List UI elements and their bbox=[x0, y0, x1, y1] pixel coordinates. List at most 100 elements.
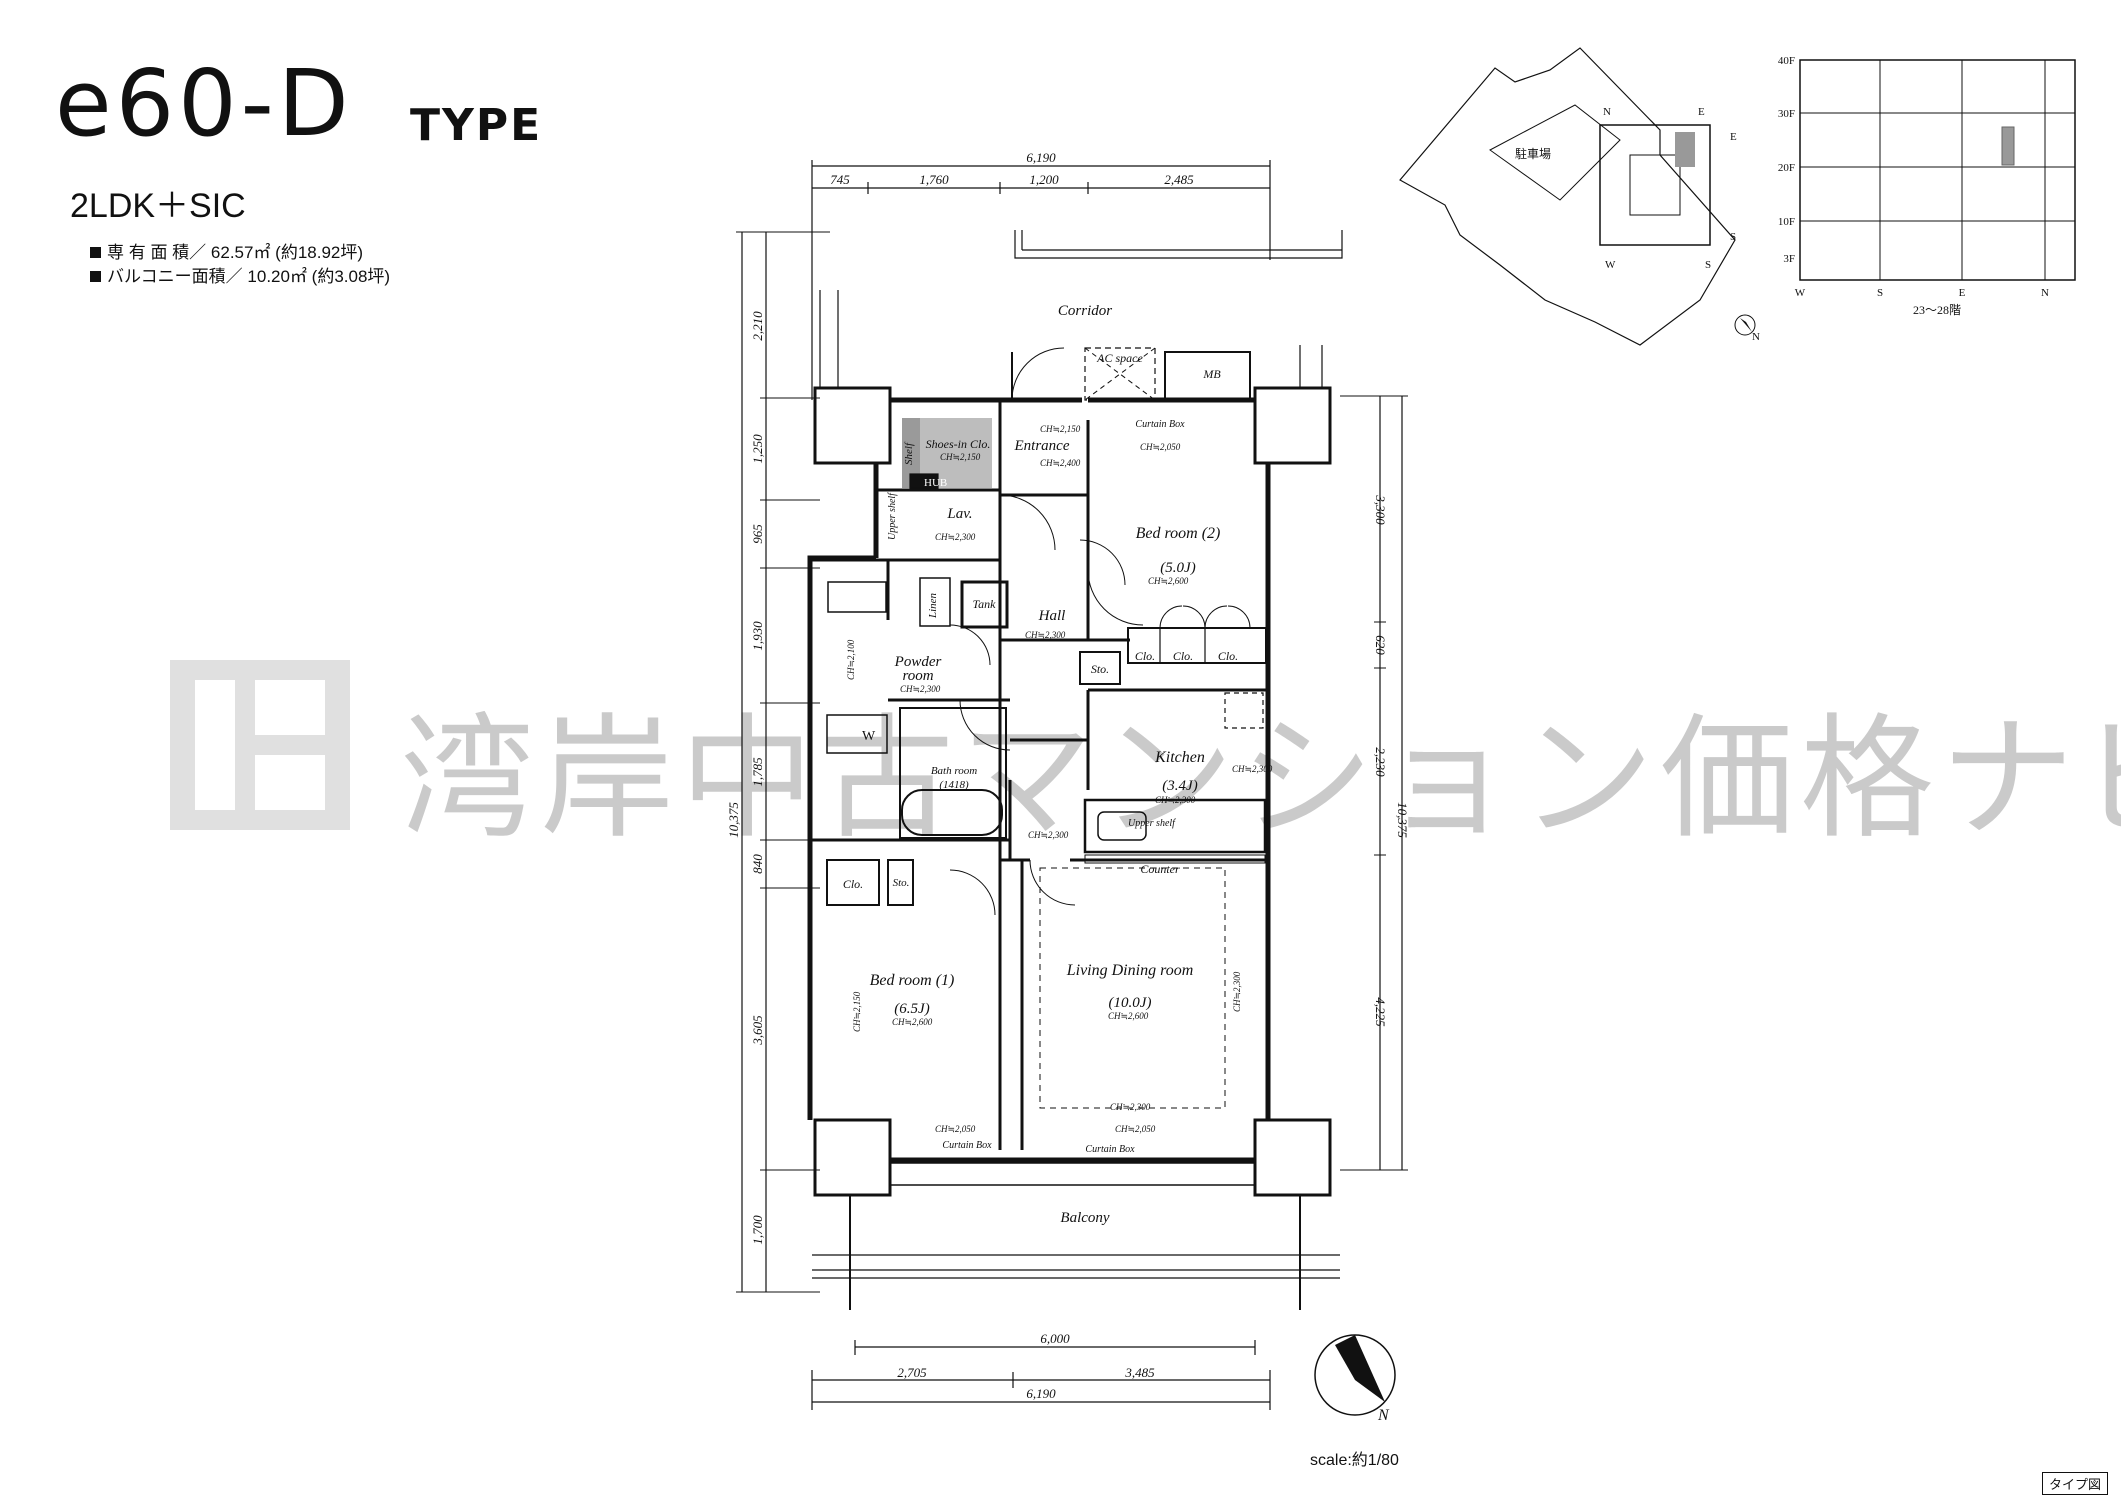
layout-label: 2LDK＋SIC bbox=[70, 187, 246, 225]
dim-right-3: 2,230 bbox=[1373, 747, 1388, 777]
spec-floor-area: 専 有 面 積／ 62.57㎡ (約18.92坪) bbox=[90, 238, 363, 263]
key-plan-parking bbox=[1489, 104, 1621, 201]
label-powder: Powder bbox=[894, 654, 942, 670]
elevation-floor-20: 20F bbox=[1778, 162, 1795, 174]
dim-top-4: 2,485 bbox=[1164, 172, 1194, 187]
ch-bed1: CH≒2,600 bbox=[892, 1017, 933, 1027]
ch-ldr-edge: CH≒2,050 bbox=[1115, 1124, 1156, 1134]
dim-left-total: 10,375 bbox=[726, 802, 741, 838]
ch-lav: CH≒2,300 bbox=[935, 532, 976, 542]
hub-box bbox=[909, 473, 939, 489]
dim-bottom-2: 3,485 bbox=[1124, 1365, 1155, 1380]
key-plan-site-outline bbox=[1399, 47, 1736, 346]
label-curtain-box-top: Curtain Box bbox=[1135, 419, 1185, 430]
elevation-floor-40: 40F bbox=[1778, 55, 1795, 67]
spec-value: 10.20㎡ (約3.08坪) bbox=[247, 267, 391, 286]
elevation-dir-n: N bbox=[2041, 287, 2049, 299]
watermark-text: 湾岸中古マンション価格ナビ bbox=[400, 701, 2121, 857]
label-washer: W bbox=[862, 729, 876, 744]
ch-hall: CH≒2,300 bbox=[1025, 630, 1066, 640]
elevation-floor-range: 23～28階 bbox=[1913, 302, 1961, 317]
spec-label: 専 有 面 積／ bbox=[107, 243, 207, 262]
ch-ldr-lower: CH≒2,300 bbox=[1110, 1102, 1151, 1112]
elevation-floor-3: 3F bbox=[1783, 253, 1795, 265]
dim-left-6: 840 bbox=[750, 854, 765, 874]
ch-ldr: CH≒2,600 bbox=[1108, 1011, 1149, 1021]
label-bed2-size: (5.0J) bbox=[1160, 560, 1195, 576]
label-ac-space: AC space bbox=[1096, 351, 1143, 365]
dim-bottom-total: 6,190 bbox=[1026, 1386, 1056, 1401]
ch-entrance: CH≒2,150 bbox=[1040, 424, 1081, 434]
ch-bed2: CH≒2,600 bbox=[1148, 576, 1189, 586]
label-bath-size: (1418) bbox=[939, 779, 969, 791]
label-curtain-box-ldr: Curtain Box bbox=[1085, 1144, 1135, 1155]
north-letter: N bbox=[1377, 1407, 1390, 1424]
dim-top-3: 1,200 bbox=[1029, 172, 1059, 187]
ch-hall-lower: CH≒2,300 bbox=[1028, 830, 1069, 840]
label-counter: Counter bbox=[1140, 862, 1180, 876]
label-ldr-size: (10.0J) bbox=[1109, 995, 1152, 1011]
label-corridor: Corridor bbox=[1058, 303, 1112, 319]
key-plan-parking-label: 駐車場 bbox=[1515, 146, 1551, 161]
dim-left-3: 965 bbox=[750, 524, 765, 544]
label-hub: HUB bbox=[924, 477, 947, 489]
key-plan-compass-w: W bbox=[1605, 259, 1616, 271]
elevation-floor-10: 10F bbox=[1778, 216, 1795, 228]
ac-space-outline bbox=[1084, 347, 1156, 401]
elevation-unit-highlight bbox=[2001, 126, 2015, 166]
label-curtain-box-bed1: Curtain Box bbox=[942, 1140, 992, 1151]
scale-note: scale:約1/80 bbox=[1310, 1452, 1399, 1469]
label-kitchen-size: (3.4J) bbox=[1162, 778, 1197, 794]
label-clo-c: Clo. bbox=[1218, 649, 1238, 663]
label-tank: Tank bbox=[973, 597, 997, 611]
ch-shoes: CH≒2,150 bbox=[940, 452, 981, 462]
ch-kitchen: CH≒2,300 bbox=[1155, 795, 1196, 805]
dim-left-1: 2,210 bbox=[750, 311, 765, 341]
dim-left-5: 1,785 bbox=[750, 757, 765, 787]
dim-left-2: 1,250 bbox=[750, 434, 765, 464]
ch-bed2-edge: CH≒2,050 bbox=[1140, 442, 1181, 452]
elevation-floor-30: 30F bbox=[1778, 108, 1795, 120]
label-clo-b: Clo. bbox=[1173, 649, 1193, 663]
spec-label: バルコニー面積／ bbox=[107, 267, 243, 286]
key-plan-unit-highlight bbox=[1675, 132, 1695, 167]
label-upper-shelf-lav: Upper shelf bbox=[887, 492, 898, 540]
label-bed1-size: (6.5J) bbox=[894, 1001, 929, 1017]
mb-box bbox=[1164, 351, 1251, 401]
key-plan-compass-n2: N bbox=[1752, 331, 1760, 343]
type-badge: タイプ図 bbox=[2042, 1472, 2109, 1495]
label-bath: Bath room bbox=[931, 765, 977, 777]
ch-bed1-edge: CH≒2,050 bbox=[935, 1124, 976, 1134]
watermark-logo-icon bbox=[170, 660, 350, 830]
bullet-icon bbox=[90, 247, 101, 258]
label-mb: MB bbox=[1202, 367, 1221, 381]
column-sw bbox=[813, 1118, 892, 1197]
key-plan-compass-s2: S bbox=[1705, 259, 1711, 271]
dim-top-1: 745 bbox=[830, 172, 850, 187]
label-lav: Lav. bbox=[946, 506, 972, 522]
label-hall: Hall bbox=[1038, 608, 1066, 624]
dim-bottom-inner: 6,000 bbox=[1040, 1331, 1070, 1346]
ch-entrance-2: CH≒2,400 bbox=[1040, 458, 1081, 468]
dim-top-total: 6,190 bbox=[1026, 150, 1056, 165]
key-plan-compass-e2: E bbox=[1730, 131, 1737, 143]
dim-right-1: 3,300 bbox=[1373, 494, 1388, 525]
dim-left-7: 3,605 bbox=[750, 1015, 765, 1046]
elevation-dir-e: E bbox=[1959, 287, 1966, 299]
label-bed1: Bed room (1) bbox=[870, 972, 955, 989]
label-powder-room: room bbox=[902, 668, 933, 684]
elevation-grid bbox=[1799, 59, 2076, 281]
label-linen: Linen bbox=[927, 592, 939, 619]
label-sto-bed1: Sto. bbox=[893, 877, 910, 889]
key-plan-north-icon bbox=[1740, 318, 1752, 332]
label-balcony: Balcony bbox=[1060, 1210, 1109, 1226]
type-suffix: TYPE bbox=[410, 100, 543, 151]
dim-top-2: 1,760 bbox=[919, 172, 949, 187]
label-entrance: Entrance bbox=[1014, 438, 1070, 454]
ch-kitchen-right: CH≒2,300 bbox=[1232, 764, 1273, 774]
ch-powder-side: CH≒2,100 bbox=[846, 639, 856, 680]
label-clo-a: Clo. bbox=[1135, 649, 1155, 663]
ch-powder: CH≒2,300 bbox=[900, 684, 941, 694]
ch-ldr-side: CH≒2,300 bbox=[1232, 971, 1242, 1012]
dim-right-total: 10,375 bbox=[1395, 802, 1410, 838]
